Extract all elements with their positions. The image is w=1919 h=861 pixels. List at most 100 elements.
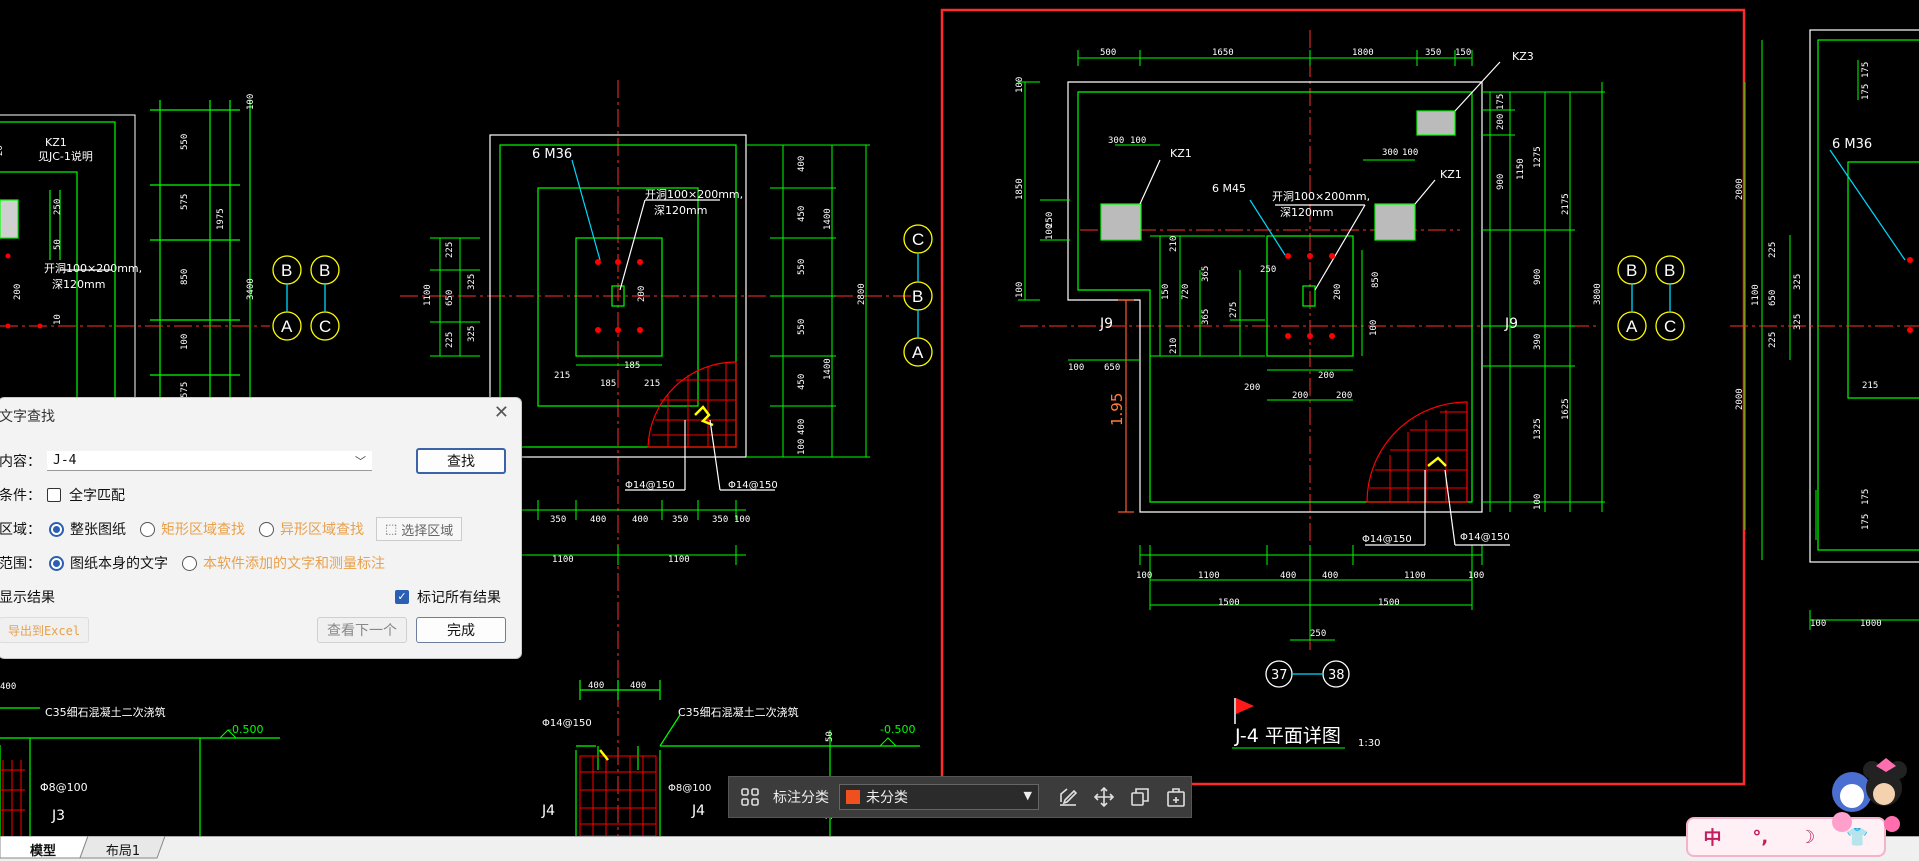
dimension-label: 10 xyxy=(53,314,63,325)
move-icon[interactable] xyxy=(1089,782,1119,812)
dimension-label: 350 xyxy=(672,515,688,525)
annotation-toolbar: 标注分类 未分类 ▼ xyxy=(728,776,1192,818)
grid-icon[interactable] xyxy=(735,782,765,812)
close-icon[interactable]: ✕ xyxy=(493,402,509,423)
dimension-label: 2000 xyxy=(1735,178,1745,200)
right-block-text: 500 1650 1800 350 150 KZ3 KZ1 KZ1 300 10… xyxy=(1015,48,1603,639)
dimension-label: 6 M36 xyxy=(1832,137,1872,152)
far-right-dims: 175 175 2000 225 325 325 225 650 1100 21… xyxy=(1735,62,1882,629)
dimension-label: 350 xyxy=(1425,48,1441,58)
detail-title: J-4 平面详图 xyxy=(1234,725,1341,747)
dimension-label: 575 xyxy=(180,194,190,210)
dimension-label: C xyxy=(319,317,331,336)
skin-icon[interactable]: 👕 xyxy=(1846,826,1869,848)
dimension-label: 365 xyxy=(1201,309,1211,325)
moon-icon[interactable]: ☽ xyxy=(1799,826,1816,848)
ime-mode[interactable]: 中 xyxy=(1703,828,1722,849)
dimension-label: 150 xyxy=(1161,284,1171,300)
area-irregular-radio[interactable] xyxy=(259,521,274,537)
dimension-label: 400 xyxy=(1280,571,1296,581)
dimension-label: A xyxy=(1626,317,1638,336)
select-area-button[interactable]: ⬚选择区域 xyxy=(376,517,463,541)
scope-drawing-radio[interactable] xyxy=(49,555,64,571)
area-rect-radio[interactable] xyxy=(140,521,155,537)
dimension-label: 250 xyxy=(1260,265,1276,275)
dimension-label: A xyxy=(912,343,924,362)
dimension-label: C xyxy=(1664,317,1676,336)
select-area-label: 选择区域 xyxy=(401,523,454,539)
dimension-label: 1000 xyxy=(1860,619,1882,629)
mark-all-checkbox[interactable]: ✓ xyxy=(395,590,409,604)
dimension-label: 50 xyxy=(825,731,835,742)
done-button[interactable]: 完成 xyxy=(416,617,506,643)
edit-icon[interactable] xyxy=(1053,782,1083,812)
dimension-label: 200 xyxy=(637,286,647,302)
dimension-label: 250 xyxy=(53,199,63,215)
dimension-label: 400 xyxy=(0,682,16,692)
left-block xyxy=(0,100,251,446)
chevron-down-icon[interactable]: ﹀ xyxy=(355,454,366,468)
export-excel-button[interactable]: 导出到Excel xyxy=(0,617,89,643)
content-row: 内容： J-4 ﹀ xyxy=(0,450,372,472)
dimension-label: 100 xyxy=(1045,224,1055,240)
dimension-label: 250 xyxy=(1045,212,1055,228)
dimension-label: C xyxy=(912,230,924,249)
dimension-label: 100 xyxy=(1369,320,1379,336)
content-combobox[interactable]: J-4 ﹀ xyxy=(47,451,372,471)
layout-tabs: 模型 布局1 xyxy=(0,836,1919,861)
dimension-label: 550 xyxy=(797,259,807,275)
dimension-label: 1625 xyxy=(1561,398,1571,420)
dimension-label: 325 xyxy=(467,326,477,342)
dimension-label: 720 xyxy=(1181,284,1191,300)
dimension-label: 200 xyxy=(1496,114,1506,130)
left-section-label: C35细石混凝土二次浇筑 xyxy=(45,705,166,719)
paste-icon[interactable] xyxy=(1161,782,1191,812)
dimension-label: 深120mm xyxy=(1280,206,1333,219)
dimension-label: 650 xyxy=(445,290,455,306)
tab-model[interactable]: 模型 xyxy=(29,843,56,859)
dimension-label: 175 xyxy=(1861,62,1871,78)
mark-all-row: ✓ 标记所有结果 xyxy=(389,586,501,608)
view-next-button[interactable]: 查看下一个 xyxy=(317,617,407,643)
dimension-label: 175 xyxy=(1496,94,1506,110)
dimension-label: 1100 xyxy=(1198,571,1220,581)
category-select[interactable]: 未分类 ▼ xyxy=(839,784,1039,810)
show-results-label: 显示结果 xyxy=(0,590,55,606)
dimension-label: 1275 xyxy=(1533,146,1543,168)
dimension-label: 3800 xyxy=(1593,283,1603,305)
dimension-label: 100 xyxy=(1402,148,1418,158)
area-whole-radio[interactable] xyxy=(49,521,64,537)
dialog-title: 文字查找 xyxy=(0,409,55,425)
copy-icon[interactable] xyxy=(1125,782,1155,812)
condition-label: 条件： xyxy=(0,488,41,504)
results-row: 显示结果 xyxy=(0,586,55,608)
dimension-label: 2000 xyxy=(1735,388,1745,410)
full-match-checkbox[interactable] xyxy=(47,488,61,502)
dimension-label: B xyxy=(319,261,330,280)
dimension-label: 37 xyxy=(1271,668,1288,683)
dimension-label: 1400 xyxy=(823,358,833,380)
dimension-label: KZ1 xyxy=(1440,168,1462,181)
dimension-label: 1500 xyxy=(1218,598,1240,608)
dimension-label: 550 xyxy=(797,319,807,335)
left-axes xyxy=(272,255,340,341)
dimension-label: 185 xyxy=(600,379,616,389)
dimension-label: 1100 xyxy=(668,555,690,565)
chevron-down-icon[interactable]: ▼ xyxy=(1023,789,1032,802)
right-block xyxy=(1018,50,1605,641)
dimension-label: 225 xyxy=(445,242,455,258)
dimension-label: 100 xyxy=(734,515,750,525)
ime-punctuation[interactable]: °, xyxy=(1752,826,1769,848)
scope-added-radio[interactable] xyxy=(182,555,197,571)
mid-bar-1: Φ14@150 xyxy=(625,480,675,491)
dimension-label: 300 xyxy=(1108,136,1124,146)
dimension-label: 550 xyxy=(180,134,190,150)
condition-row: 条件： 全字匹配 xyxy=(0,484,125,506)
search-button[interactable]: 查找 xyxy=(416,448,506,474)
find-text-dialog: 文字查找 ✕ 内容： J-4 ﹀ 查找 条件： 全字匹配 区域： 整张图纸 矩形… xyxy=(0,397,522,659)
dimension-label: 400 xyxy=(588,681,604,691)
tab-layout1[interactable]: 布局1 xyxy=(105,843,141,859)
dimension-label: 225 xyxy=(1768,332,1778,348)
dimension-label: 325 xyxy=(1793,274,1803,290)
